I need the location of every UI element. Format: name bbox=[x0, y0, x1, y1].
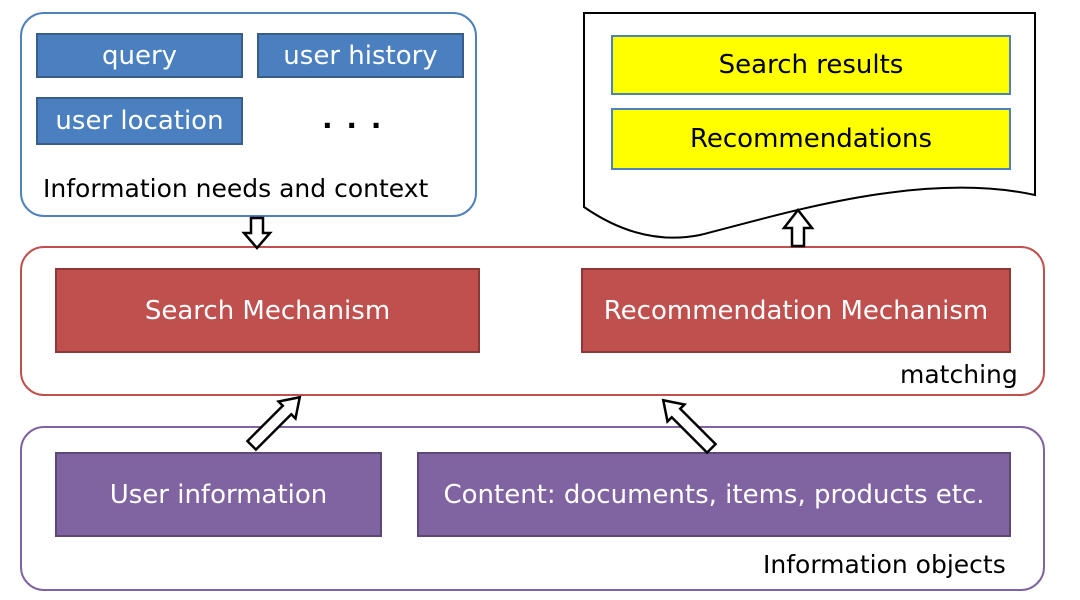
query-box: query bbox=[36, 33, 243, 78]
matching-caption: matching bbox=[900, 360, 1018, 389]
content-box: Content: documents, items, products etc. bbox=[417, 452, 1011, 537]
matching-group bbox=[20, 246, 1045, 396]
context-group bbox=[20, 12, 477, 217]
recommendation-mechanism-box: Recommendation Mechanism bbox=[581, 268, 1011, 353]
recommendations-box: Recommendations bbox=[611, 108, 1011, 170]
objects-caption: Information objects bbox=[763, 550, 1006, 579]
user-information-box: User information bbox=[55, 452, 382, 537]
arrow-down-icon bbox=[241, 216, 273, 250]
user-location-box: user location bbox=[36, 97, 243, 145]
search-mechanism-box: Search Mechanism bbox=[55, 268, 480, 353]
user-history-box: user history bbox=[257, 33, 464, 78]
objects-group bbox=[20, 426, 1045, 591]
context-caption: Information needs and context bbox=[43, 174, 429, 203]
arrow-diagonal-left-icon bbox=[245, 395, 302, 452]
arrow-up-icon bbox=[781, 207, 815, 248]
search-results-box: Search results bbox=[611, 35, 1011, 95]
arrow-diagonal-right-icon bbox=[661, 398, 718, 455]
more-items-ellipsis: . . . bbox=[322, 102, 384, 135]
